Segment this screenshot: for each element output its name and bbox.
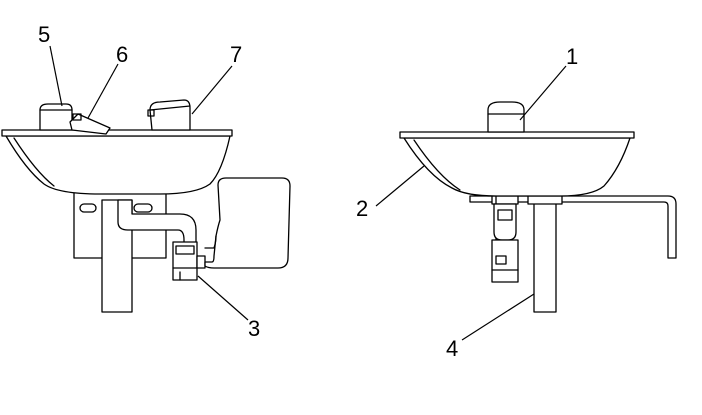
leader-7 — [191, 65, 233, 115]
leader-lines — [49, 45, 567, 341]
label-4: 4 — [446, 336, 458, 361]
spray-head-7 — [149, 99, 191, 131]
right-valve-detail-1 — [495, 255, 507, 265]
left-handle-arm — [204, 235, 217, 249]
part-labels: 5 6 7 3 1 2 4 — [38, 22, 578, 361]
spray-head-7-tip — [147, 109, 155, 117]
left-bowl-inner-line — [13, 137, 55, 187]
spray-head-5 — [39, 103, 73, 131]
right-dust-cover — [487, 101, 525, 133]
label-7: 7 — [230, 42, 242, 67]
leader-4 — [461, 293, 535, 341]
label-2: 2 — [356, 196, 368, 221]
label-3: 3 — [248, 316, 260, 341]
leader-5 — [49, 45, 63, 107]
right-drain-detail — [497, 209, 513, 221]
right-bowl — [403, 137, 631, 197]
right-wall-bracket — [469, 195, 677, 259]
label-1: 1 — [566, 44, 578, 69]
left-push-handle — [204, 177, 291, 269]
left-valve-port — [196, 255, 206, 269]
left-bracket-slot-1 — [79, 203, 97, 213]
left-view — [1, 99, 291, 313]
nozzle-6-tip — [72, 113, 82, 121]
right-bowl-rim — [399, 131, 635, 139]
left-valve-body — [172, 241, 198, 281]
left-bracket-slot-2 — [133, 203, 153, 213]
leader-6 — [87, 63, 119, 119]
leader-1 — [519, 65, 567, 121]
left-feed-pipe — [117, 199, 197, 247]
spray-head-7-cap-line — [149, 105, 191, 111]
left-bowl — [5, 135, 231, 195]
right-support-pipe — [533, 195, 557, 313]
left-valve-detail-1 — [175, 245, 195, 255]
leader-2 — [375, 165, 425, 207]
label-5: 5 — [38, 22, 50, 47]
right-view — [399, 101, 677, 313]
right-bowl-inner-line — [413, 139, 461, 191]
label-6: 6 — [116, 42, 128, 67]
left-bowl-rim — [1, 129, 233, 137]
leader-3 — [197, 275, 249, 321]
right-valve-body — [491, 239, 519, 283]
spray-nozzle-6 — [69, 113, 111, 135]
right-pipe-flange — [527, 195, 563, 205]
